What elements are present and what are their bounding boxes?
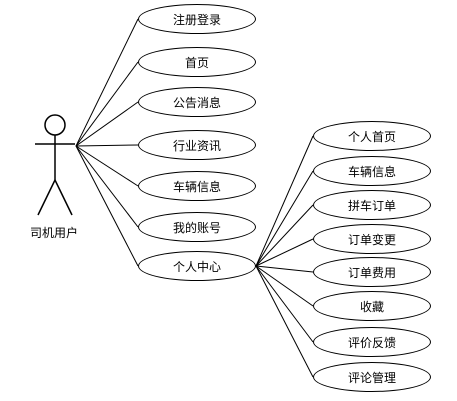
connector-personal-center-comment-management xyxy=(255,265,314,378)
use-case-carpool-order[interactable]: 拼车订单 xyxy=(313,190,431,220)
actor-head xyxy=(44,114,66,136)
use-case-register-login[interactable]: 注册登录 xyxy=(138,4,256,34)
actor-leg-right xyxy=(54,179,73,216)
connector-lines xyxy=(75,18,314,378)
use-case-order-fee[interactable]: 订单费用 xyxy=(313,257,431,287)
connector-actor-industry-news xyxy=(75,144,139,147)
connector-personal-center-favorites xyxy=(255,265,314,307)
use-case-industry-news[interactable]: 行业资讯 xyxy=(138,130,256,160)
actor-figure xyxy=(35,114,75,216)
connector-actor-home xyxy=(75,61,139,147)
connector-personal-center-vehicle-info-2 xyxy=(255,170,314,267)
use-case-personal-home[interactable]: 个人首页 xyxy=(313,121,431,151)
use-case-my-account[interactable]: 我的账号 xyxy=(138,212,256,242)
use-case-personal-center[interactable]: 个人中心 xyxy=(138,251,256,281)
connector-actor-personal-center xyxy=(75,145,139,267)
connector-personal-center-order-change xyxy=(255,238,314,267)
use-case-favorites[interactable]: 收藏 xyxy=(313,291,431,321)
connector-personal-center-order-fee xyxy=(255,265,314,273)
use-case-announcement[interactable]: 公告消息 xyxy=(138,87,256,117)
connector-actor-register-login xyxy=(75,18,139,147)
use-case-order-change[interactable]: 订单变更 xyxy=(313,224,431,254)
connector-personal-center-carpool-order xyxy=(255,204,314,267)
connector-actor-vehicle-info xyxy=(75,145,139,187)
connector-actor-announcement xyxy=(75,101,139,147)
use-case-vehicle-info[interactable]: 车辆信息 xyxy=(138,171,256,201)
connector-personal-center-review-feedback xyxy=(255,265,314,343)
use-case-review-feedback[interactable]: 评价反馈 xyxy=(313,327,431,357)
use-case-comment-management[interactable]: 评论管理 xyxy=(313,362,431,392)
actor-label: 司机用户 xyxy=(30,226,79,240)
connector-actor-my-account xyxy=(75,145,139,228)
use-case-home[interactable]: 首页 xyxy=(138,47,256,77)
use-case-vehicle-info-2[interactable]: 车辆信息 xyxy=(313,156,431,186)
connector-personal-center-personal-home xyxy=(255,135,314,267)
actor-leg-left xyxy=(37,179,56,216)
